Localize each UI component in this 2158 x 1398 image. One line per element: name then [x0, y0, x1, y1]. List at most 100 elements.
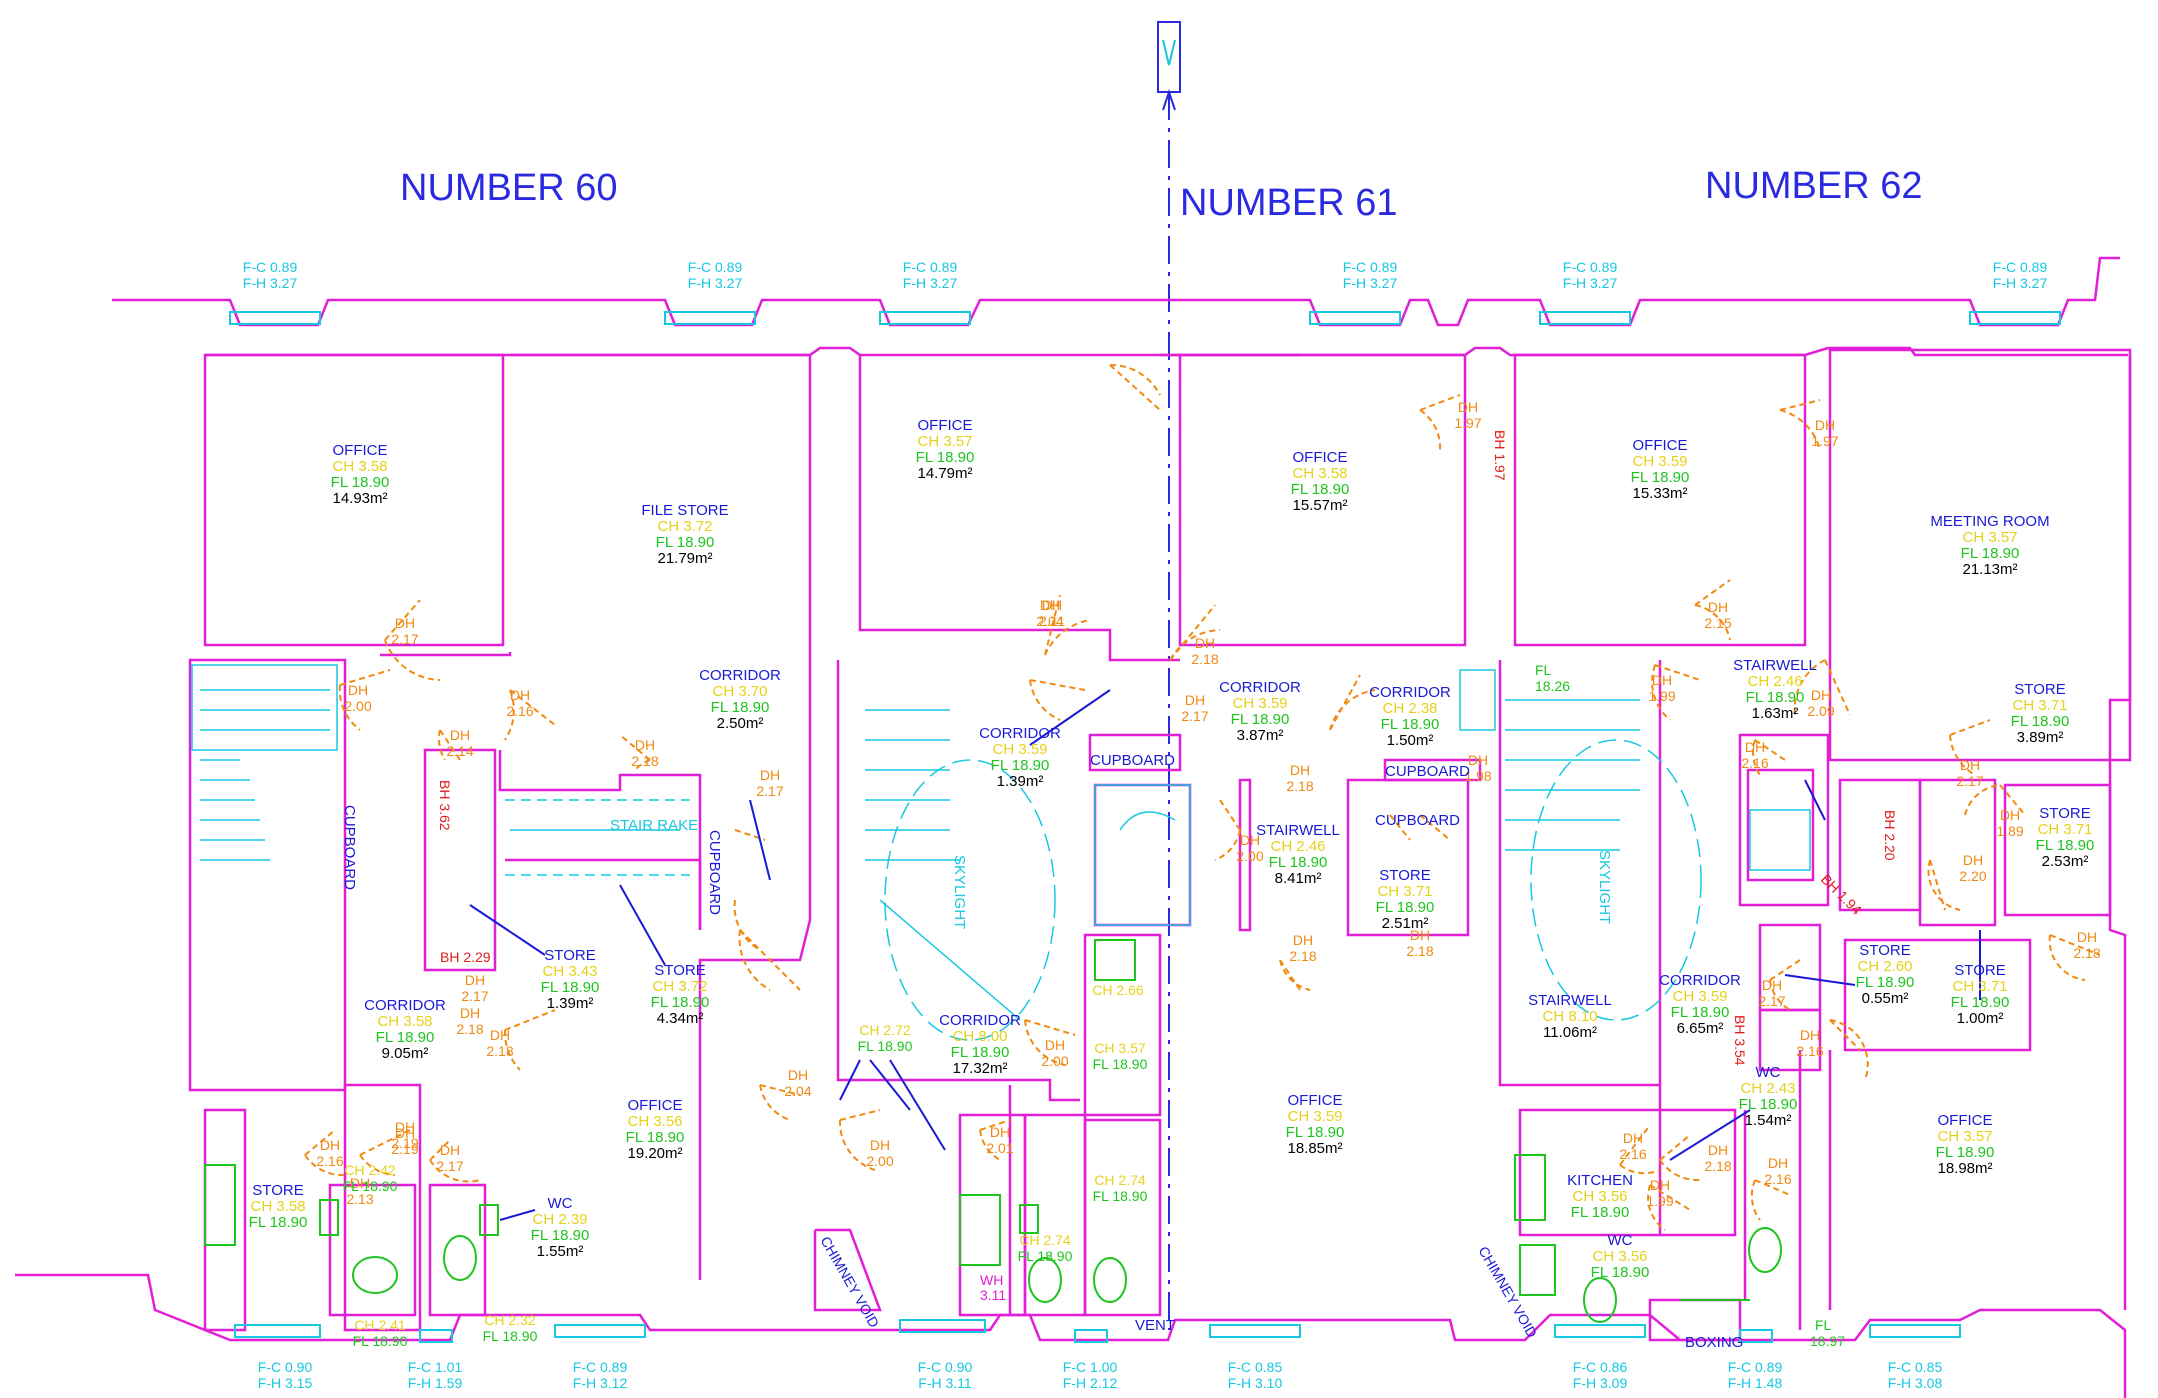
door-height-value: 2.17 — [1758, 993, 1785, 1009]
room-area: 0.55m² — [1862, 990, 1909, 1007]
room-area: 2.50m² — [717, 715, 764, 732]
room-area: 9.05m² — [382, 1045, 429, 1062]
door-height-tag: DH — [1042, 597, 1062, 613]
door-height-tag: DH — [1185, 692, 1205, 708]
svg-text:F-C 0.86: F-C 0.86 — [1573, 1359, 1628, 1375]
door-height-value: 2.15 — [1704, 615, 1731, 631]
door-height-tag: DH — [1040, 597, 1060, 613]
room-area: 1.39m² — [997, 773, 1044, 790]
room-area: 18.85m² — [1287, 1140, 1342, 1157]
door-swings — [304, 363, 2101, 1231]
door-height-tag: DH — [320, 1137, 340, 1153]
toilet-icon — [1748, 1227, 1782, 1273]
room-fl: FL 18.90 — [711, 699, 770, 716]
door-height-tag: DH — [1768, 1155, 1788, 1171]
svg-text:CH 2.32: CH 2.32 — [484, 1312, 536, 1328]
door-height-tag: DH — [2000, 807, 2020, 823]
room-fl: FL 18.90 — [1961, 545, 2020, 562]
room-fl: FL 18.90 — [1286, 1124, 1345, 1141]
room-ch: CH 3.57 — [1962, 529, 2017, 546]
door-height-value: 2.16 — [506, 703, 533, 719]
svg-text:CH 2.41: CH 2.41 — [354, 1317, 406, 1333]
room-ch: CH 3.57 — [917, 433, 972, 450]
room-ch: CH 3.71 — [1377, 883, 1432, 900]
door-height-tag: DH — [1815, 417, 1835, 433]
svg-text:F-C 0.90: F-C 0.90 — [258, 1359, 313, 1375]
door-height-tag: DH — [1745, 739, 1765, 755]
room-ch: CH 2.46 — [1270, 838, 1325, 855]
door-height-value: 2.16 — [1796, 1043, 1823, 1059]
svg-text:BOXING: BOXING — [1685, 1334, 1743, 1351]
svg-text:F-H 3.27: F-H 3.27 — [1563, 275, 1618, 291]
door-height-value: 2.13 — [346, 1191, 373, 1207]
room-ch: CH 3.59 — [1632, 453, 1687, 470]
svg-text:3.11: 3.11 — [980, 1287, 1006, 1303]
door-height-value: 1.98 — [1464, 768, 1491, 784]
svg-text:F-H 3.27: F-H 3.27 — [1343, 275, 1398, 291]
svg-text:SKYLIGHT: SKYLIGHT — [951, 855, 968, 929]
svg-text:CH 3.57: CH 3.57 — [1094, 1040, 1146, 1056]
room-fl: FL 18.90 — [1671, 1004, 1730, 1021]
door-height-value: 2.16 — [1619, 1146, 1646, 1162]
svg-text:STAIR RAKE: STAIR RAKE — [610, 817, 698, 834]
sink-icon — [1519, 1244, 1556, 1296]
door-height-tag: DH — [510, 687, 530, 703]
door-height-tag: DH — [1650, 1177, 1670, 1193]
room-name: KITCHEN — [1567, 1172, 1633, 1189]
room-area: 1.63m² — [1752, 705, 1799, 722]
room-name: STORE — [1379, 867, 1430, 884]
room-name: CORRIDOR — [699, 667, 781, 684]
door-height-value: 2.17 — [461, 988, 488, 1004]
door-height-tag: DH — [1623, 1130, 1643, 1146]
room-ch: CH 2.46 — [1747, 673, 1802, 690]
walls — [15, 256, 2132, 1398]
door-height-tag: DH — [465, 972, 485, 988]
room-area: 8.41m² — [1275, 870, 1322, 887]
room-area: 19.20m² — [627, 1145, 682, 1162]
room-name: STORE — [1954, 962, 2005, 979]
sink-icon — [959, 1194, 1001, 1266]
door-height-tag: DH — [1195, 635, 1215, 651]
door-height-tag: DH — [350, 1175, 370, 1191]
room-fl: FL 18.90 — [531, 1227, 590, 1244]
door-height-tag: DH — [348, 682, 368, 698]
room-area: 18.98m² — [1937, 1160, 1992, 1177]
door-height-tag: DH — [788, 1067, 808, 1083]
toilet-icon — [443, 1235, 477, 1281]
door-height-tag: DH — [1290, 762, 1310, 778]
svg-text:VENT: VENT — [1135, 1317, 1175, 1334]
svg-text:F-H 3.27: F-H 3.27 — [1993, 275, 2048, 291]
svg-text:F-C 0.85: F-C 0.85 — [1888, 1359, 1943, 1375]
room-fl: FL 18.90 — [1376, 899, 1435, 916]
svg-text:18.26: 18.26 — [1535, 678, 1570, 694]
svg-text:FL 18.90: FL 18.90 — [1093, 1056, 1148, 1072]
room-ch: CH 2.60 — [1857, 958, 1912, 975]
svg-text:18.97: 18.97 — [1810, 1333, 1845, 1349]
door-height-value: 2.00 — [1236, 848, 1263, 864]
room-fl: FL 18.90 — [2036, 837, 2095, 854]
room-fl: FL 18.90 — [541, 979, 600, 996]
room-ch: CH 3.56 — [1592, 1248, 1647, 1265]
door-height-value: 2.18 — [1704, 1158, 1731, 1174]
door-height-value: 2.19 — [391, 1141, 418, 1157]
door-height-value: 2.18 — [631, 753, 658, 769]
room-fl: FL 18.90 — [1571, 1204, 1630, 1221]
room-name: WC — [1608, 1232, 1633, 1249]
svg-text:F-H 3.09: F-H 3.09 — [1573, 1375, 1628, 1391]
room-area: 3.89m² — [2017, 729, 2064, 746]
door-height-value: 2.16 — [1764, 1171, 1791, 1187]
room-fl: FL 18.90 — [951, 1044, 1010, 1061]
door-height-tag: DH — [490, 1027, 510, 1043]
room-area: 17.32m² — [952, 1060, 1007, 1077]
room-ch: CH 3.71 — [2037, 821, 2092, 838]
room-name: STORE — [544, 947, 595, 964]
door-height-value: 2.04 — [784, 1083, 811, 1099]
